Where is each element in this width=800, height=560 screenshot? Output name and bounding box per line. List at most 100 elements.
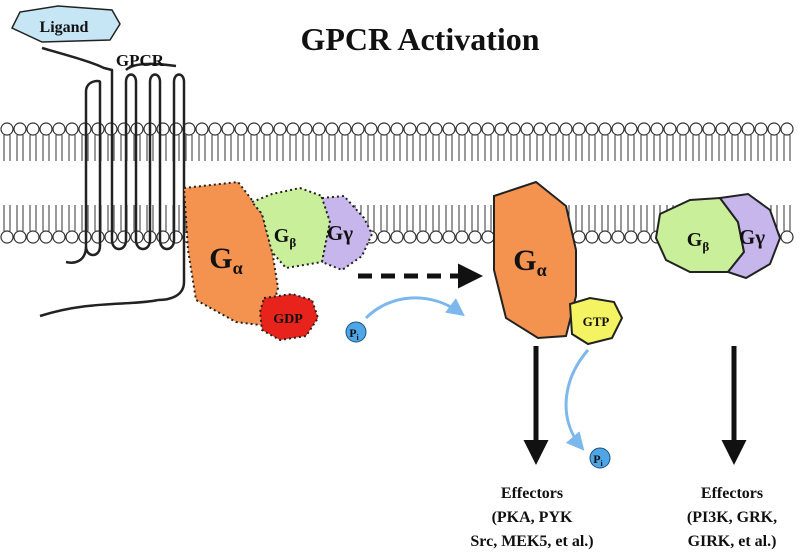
lipid-head bbox=[247, 122, 261, 136]
phosphate-right bbox=[589, 447, 611, 469]
lipid-head bbox=[65, 122, 79, 136]
lipid-head bbox=[754, 122, 768, 136]
effectors-right-heading: Effectors bbox=[701, 485, 763, 502]
lipid-head bbox=[715, 122, 729, 136]
lipid-head bbox=[169, 122, 183, 136]
lipid-head bbox=[260, 122, 274, 136]
diagram-title: GPCR Activation bbox=[300, 21, 539, 57]
lipid-head bbox=[676, 122, 690, 136]
lipid-head bbox=[338, 122, 352, 136]
lipid-head bbox=[325, 122, 339, 136]
lipid-head bbox=[299, 122, 313, 136]
lipid-head bbox=[26, 230, 40, 244]
lipid-head bbox=[13, 230, 27, 244]
lipid-head bbox=[351, 122, 365, 136]
gdp-molecule bbox=[258, 292, 320, 342]
lipid-head bbox=[624, 122, 638, 136]
free-g-beta-gamma: Gβ Gγ bbox=[654, 192, 782, 280]
lipid-head bbox=[91, 230, 105, 244]
lipid-head bbox=[520, 122, 534, 136]
lipid-head bbox=[91, 122, 105, 136]
lipid-head bbox=[767, 122, 781, 136]
effectors-left: Effectors (PKA, PYK Src, MEK5, et al.) bbox=[470, 485, 593, 550]
lipid-head bbox=[429, 230, 443, 244]
g-gamma-active-label: Gγ bbox=[739, 225, 765, 249]
inactive-g-protein: Gα Gβ Gγ GDP bbox=[182, 180, 374, 342]
lipid-head bbox=[559, 122, 573, 136]
lipid-tails bbox=[3, 135, 791, 231]
lipid-head bbox=[455, 230, 469, 244]
lipid-head bbox=[585, 230, 599, 244]
lipid-head bbox=[377, 122, 391, 136]
g-alpha-inactive bbox=[182, 180, 280, 328]
phosphate-right-label: Pi bbox=[593, 452, 603, 468]
gpcr-label: GPCR bbox=[116, 51, 165, 70]
lipid-head bbox=[689, 122, 703, 136]
lipid-head bbox=[416, 122, 430, 136]
lipid-head bbox=[585, 122, 599, 136]
lipid-head bbox=[26, 122, 40, 136]
lipid-head bbox=[169, 230, 183, 244]
lipid-head bbox=[481, 230, 495, 244]
lipid-head bbox=[702, 122, 716, 136]
lipid-head bbox=[403, 122, 417, 136]
lipid-head bbox=[455, 122, 469, 136]
lipid-head bbox=[468, 122, 482, 136]
gtp-hydrolysis-arrow bbox=[564, 349, 590, 451]
lipid-head bbox=[117, 230, 131, 244]
lipid-head bbox=[195, 122, 209, 136]
g-alpha-inactive-label: Gα bbox=[209, 242, 242, 278]
lipid-head bbox=[741, 122, 755, 136]
lipid-head bbox=[286, 122, 300, 136]
lipid-head bbox=[39, 230, 53, 244]
lipid-head bbox=[416, 230, 430, 244]
lipid-head bbox=[780, 230, 794, 244]
lipid-head bbox=[546, 122, 560, 136]
lipid-head bbox=[598, 122, 612, 136]
lipid-head bbox=[65, 230, 79, 244]
g-beta-inactive-label: Gβ bbox=[274, 225, 297, 250]
lipid-head bbox=[533, 122, 547, 136]
lipid-head bbox=[637, 230, 651, 244]
effectors-right: Effectors (PI3K, GRK, GIRK, et al.) bbox=[687, 485, 777, 550]
lipid-head bbox=[663, 122, 677, 136]
lipid-head bbox=[117, 122, 131, 136]
gdp-label: GDP bbox=[273, 312, 303, 327]
lipid-head bbox=[390, 122, 404, 136]
phosphate-left bbox=[345, 321, 367, 343]
lipid-head bbox=[650, 122, 664, 136]
lipid-head bbox=[364, 122, 378, 136]
lipid-head bbox=[221, 122, 235, 136]
lipid-head bbox=[0, 230, 14, 244]
effectors-left-heading: Effectors bbox=[501, 485, 563, 502]
g-alpha-active-label: Gα bbox=[513, 244, 546, 280]
lipid-head bbox=[390, 230, 404, 244]
lipid-head bbox=[442, 230, 456, 244]
effectors-right-line2: GIRK, et al.) bbox=[688, 533, 777, 550]
g-gamma-inactive bbox=[320, 194, 374, 272]
g-gamma-active bbox=[718, 192, 782, 280]
lipid-head bbox=[637, 122, 651, 136]
lipid-head bbox=[611, 122, 625, 136]
lipid-head bbox=[377, 230, 391, 244]
ligand-label: Ligand bbox=[40, 19, 89, 36]
effectors-left-line1: (PKA, PYK bbox=[492, 509, 573, 526]
lipid-head bbox=[611, 230, 625, 244]
lipid-head bbox=[507, 122, 521, 136]
gtp-molecule bbox=[568, 296, 624, 346]
lipid-head bbox=[13, 122, 27, 136]
active-g-alpha: Gα GTP bbox=[493, 180, 624, 346]
lipid-head bbox=[572, 122, 586, 136]
lipid-head bbox=[598, 230, 612, 244]
lipid-head bbox=[468, 230, 482, 244]
lipid-head bbox=[52, 230, 66, 244]
lipid-head bbox=[429, 122, 443, 136]
lipid-head bbox=[780, 122, 794, 136]
lipid-head bbox=[403, 230, 417, 244]
gtp-label: GTP bbox=[583, 314, 610, 329]
lipid-head bbox=[494, 122, 508, 136]
lipid-head bbox=[0, 122, 14, 136]
effectors-left-line2: Src, MEK5, et al.) bbox=[470, 533, 593, 550]
phosphate-left-label: Pi bbox=[349, 326, 359, 342]
gpcr-receptor bbox=[39, 46, 186, 318]
